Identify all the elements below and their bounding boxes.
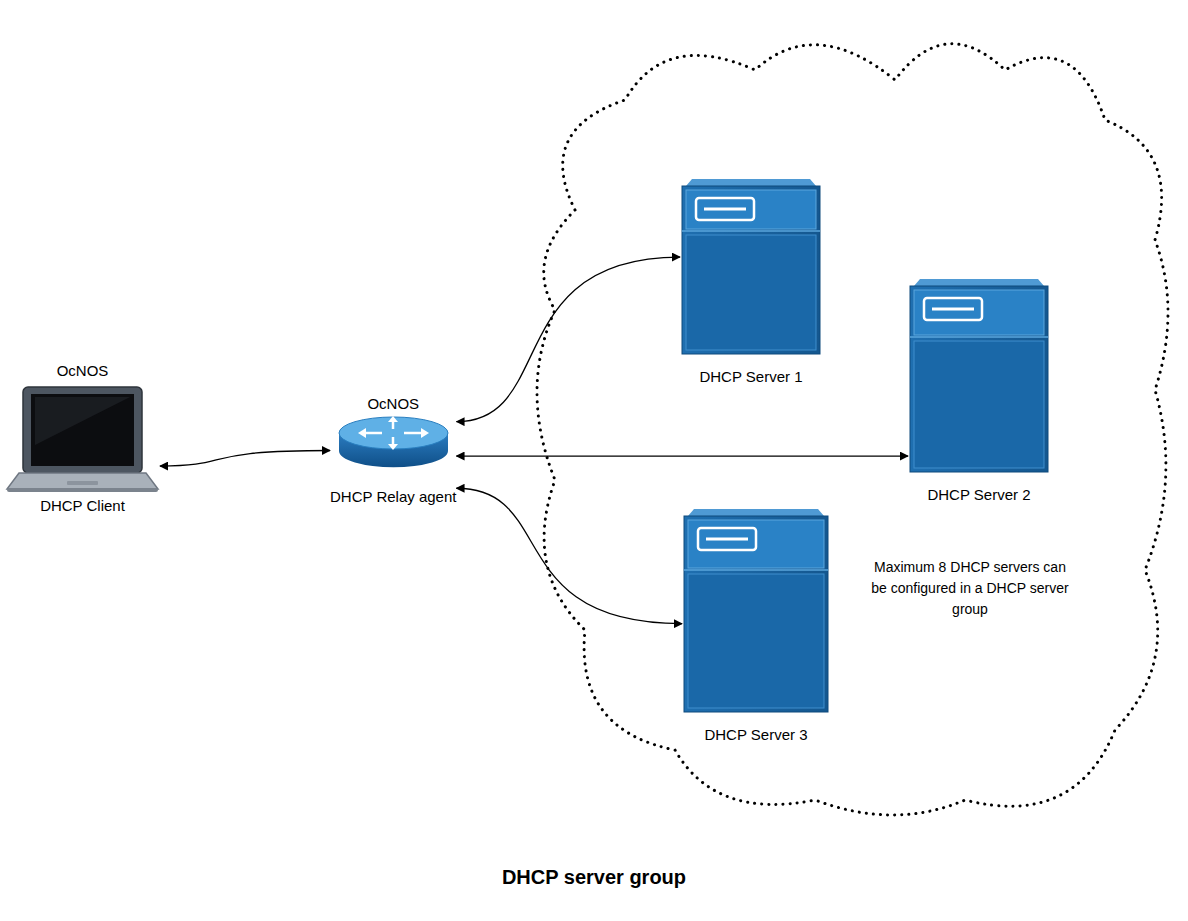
icon	[908, 278, 1050, 474]
figure-caption: DHCP server group	[0, 866, 1188, 889]
server-icon	[908, 278, 1050, 474]
connector-arrow	[456, 257, 680, 422]
router-icon	[336, 415, 451, 470]
icon	[680, 178, 822, 356]
relay-router: OcNOS DHCP Relay agent	[330, 395, 456, 506]
icon	[5, 385, 160, 493]
icon	[682, 508, 830, 714]
connector-arrow	[456, 455, 908, 456]
server-label: DHCP Server 2	[927, 486, 1030, 504]
device-label: DHCP Client	[40, 497, 125, 515]
dhcp-server: DHCP Server 3	[682, 508, 830, 744]
device-label: DHCP Relay agent	[330, 488, 456, 506]
device-os-label: OcNOS	[57, 362, 109, 380]
client-laptop: OcNOS DHCP Client	[5, 362, 160, 515]
connector-arrow	[456, 488, 682, 623]
device-os-label: OcNOS	[367, 395, 419, 413]
connector-arrow	[160, 451, 330, 467]
icon	[336, 415, 451, 470]
dhcp-server: DHCP Server 1	[680, 178, 822, 386]
dhcp-server: DHCP Server 2	[908, 278, 1050, 504]
group-note: Maximum 8 DHCP servers can be configured…	[870, 557, 1070, 620]
cloud-path	[537, 44, 1168, 815]
server-icon	[682, 508, 830, 714]
server-label: DHCP Server 3	[704, 726, 807, 744]
server-group-cloud: Maximum 8 DHCP servers can be configured…	[515, 10, 1185, 835]
laptop-icon	[5, 385, 160, 493]
cloud-outline	[515, 10, 1185, 835]
server-icon	[680, 178, 822, 356]
server-label: DHCP Server 1	[699, 368, 802, 386]
